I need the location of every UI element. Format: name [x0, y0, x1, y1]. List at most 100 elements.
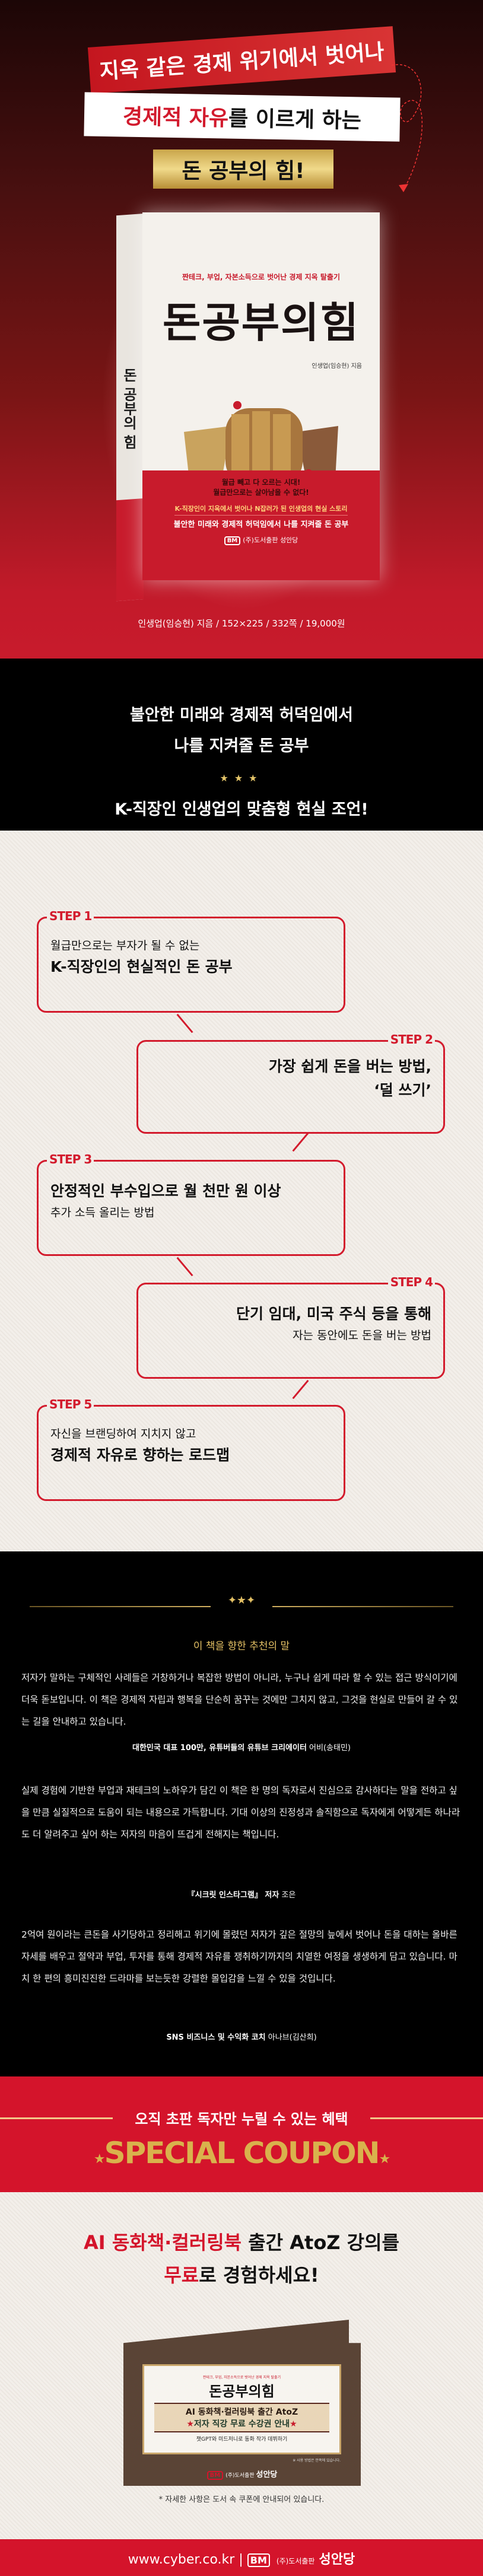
publisher-name: 성안당 — [256, 2470, 278, 2479]
card-tagline: 짠테크, 부업, 자본소득으로 벗어난 경제 지옥 탈출기 — [202, 2375, 281, 2380]
headline-emphasis: 무료 — [164, 2264, 199, 2286]
divider-line — [272, 1606, 453, 1607]
coupon-card-inner: 짠테크, 부업, 자본소득으로 벗어난 경제 지옥 탈출기 돈공부의힘 AI 동… — [142, 2364, 341, 2454]
headline-banner-3: 돈 공부의 힘! — [153, 150, 333, 189]
step-3-box: STEP 3 안정적인 부수입으로 월 천만 원 이상 추가 소득 올리는 방법 — [37, 1152, 345, 1256]
headline-banner-1: 지옥 같은 경제 위기에서 벗어나 — [87, 26, 396, 94]
bm-logo-icon: BM — [224, 536, 241, 545]
bubble-tail — [176, 1257, 193, 1277]
book-spine-title: 돈 공부의 힘 — [120, 368, 138, 449]
stars-icon: ★★★ — [220, 772, 263, 784]
book-slogan-1: 월급 빼고 다 오르는 시대! — [221, 478, 301, 486]
coupon-header: 오직 초판 독자만 누릴 수 있는 혜택 ★SPECIAL COUPON★ — [0, 2076, 483, 2192]
stars-icon: ✦★✦ — [227, 1594, 256, 1607]
book-slogan-3: K-직장인이 지옥에서 벗어나 N잡러가 된 인생업의 현실 스토리 — [174, 504, 348, 516]
coupon-subtitle: 오직 초판 독자만 누릴 수 있는 혜택 — [0, 2107, 483, 2128]
bm-logo-icon: BM — [206, 2471, 224, 2480]
step-headline: K-직장인의 현실적인 돈 공부 — [50, 958, 233, 975]
book-publisher: BM(주)도서출판 성안당 — [142, 535, 380, 545]
footer-separator: | — [239, 2552, 243, 2567]
coupon-note: * 자세한 사항은 도서 속 쿠폰에 안내되어 있습니다. — [158, 2495, 325, 2504]
step-headline: 경제적 자유로 향하는 로드맵 — [50, 1446, 230, 1464]
star-icon: ★ — [290, 2419, 297, 2429]
recommendations-title: 이 책을 향한 추천의 말 — [193, 1640, 290, 1652]
author-role: 대한민국 대표 100만, 유튜버들의 유튜브 크리에이터 — [132, 1744, 307, 1753]
star-icon: ★ — [379, 2152, 390, 2167]
step-headline: ‘덜 쓰기’ — [374, 1082, 431, 1099]
coupon-title-text: SPECIAL COUPON — [104, 2136, 380, 2170]
intro-section: 불안한 미래와 경제적 허덕임에서 나를 지켜줄 돈 공부 ★★★ K-직장인 … — [0, 659, 483, 831]
step-1-box: STEP 1 월급만으로는 부자가 될 수 없는 K-직장인의 현실적인 돈 공… — [37, 909, 345, 1013]
intro-line-3: K-직장인 인생업의 맞춤형 현실 조언! — [115, 800, 368, 819]
step-text: 자신을 브랜딩하여 지치지 않고 — [50, 1427, 196, 1440]
publisher-name: (주)도서출판 성안당 — [243, 536, 298, 544]
author-role: 『시크릿 인스타그램』 저자 — [187, 1891, 279, 1900]
card-subtitle: 챗GPT와 미드저니로 동화 작가 데뷔하기 — [196, 2437, 288, 2443]
coupon-body: AI 동화책·컬러링북 출간 AtoZ 강의를 무료로 경험하세요! 짠테크, … — [0, 2192, 483, 2539]
author-name: 어비(송태민) — [309, 1744, 351, 1753]
step-label: STEP 3 — [47, 1152, 94, 1166]
headline-emphasis: AI 동화책·컬러링북 — [84, 2231, 242, 2254]
author-role: SNS 비즈니스 및 수익화 코치 — [166, 2033, 266, 2042]
coupon-headline-2: 무료로 경험하세요! — [0, 2260, 483, 2288]
gold-divider: ✦★✦ — [30, 1594, 453, 1617]
website-link[interactable]: www.cyber.co.kr — [128, 2552, 235, 2567]
publisher-name: 성안당 — [319, 2552, 355, 2567]
coupon-card: 짠테크, 부업, 자본소득으로 벗어난 경제 지옥 탈출기 돈공부의힘 AI 동… — [123, 2320, 361, 2486]
step-label: STEP 2 — [387, 1032, 435, 1047]
footer: www.cyber.co.kr | BM (주)도서출판 성안당 — [0, 2539, 483, 2576]
step-label: STEP 1 — [47, 909, 94, 923]
bubble-tail — [292, 1132, 309, 1152]
card-band-line-2: ★저자 직강 무료 수강권 안내★ — [154, 2418, 329, 2429]
headline-rest: 출간 AtoZ 강의를 — [242, 2231, 399, 2254]
headline-rest: 를 이르게 하는 — [228, 106, 362, 133]
dashed-arrow-icon — [392, 64, 423, 192]
book-title: 돈공부의힘 — [163, 298, 360, 347]
bubble-tail — [292, 1379, 309, 1400]
book-tagline: 짠테크, 부업, 자본소득으로 벗어난 경제 지옥 탈출기 — [182, 273, 341, 281]
author-name: 조은 — [281, 1891, 296, 1900]
intro-line-1: 불안한 미래와 경제적 허덕임에서 — [130, 706, 353, 724]
step-2-box: STEP 2 가장 쉽게 돈을 버는 방법, ‘덜 쓰기’ — [136, 1032, 445, 1134]
card-note: ※ 사용 방법은 안쪽에 있습니다. — [293, 2459, 341, 2463]
card-title: 돈공부의힘 — [209, 2383, 275, 2400]
step-headline: 안정적인 부수입으로 월 천만 원 이상 — [50, 1182, 281, 1200]
author-name: 아나브(김산희) — [268, 2033, 317, 2042]
recommendation-author: 『시크릿 인스타그램』 저자 조은 — [0, 1888, 483, 1900]
step-text: 추가 소득 올리는 방법 — [50, 1206, 155, 1219]
coupon-title: ★SPECIAL COUPON★ — [0, 2136, 483, 2170]
star-icon: ★ — [186, 2419, 194, 2429]
bubble-tail — [176, 1013, 193, 1033]
book-spine-band — [116, 498, 144, 602]
step-text: 자는 동안에도 돈을 버는 방법 — [293, 1329, 431, 1342]
step-headline: 단기 임대, 미국 주식 등을 통해 — [236, 1305, 431, 1322]
card-band-line-1: AI 동화책·컬러링북 출간 AtoZ — [185, 2408, 298, 2417]
recommendation-text: 실제 경험에 기반한 부업과 재테크의 노하우가 담긴 이 책은 한 명의 독자… — [21, 1785, 460, 1840]
publisher-prefix: (주)도서출판 — [276, 2557, 315, 2565]
bm-logo-icon: BM — [247, 2553, 270, 2567]
step-headline: 가장 쉽게 돈을 버는 방법, — [268, 1058, 431, 1075]
recommendation-author: SNS 비즈니스 및 수익화 코치 아나브(김산희) — [0, 2031, 483, 2042]
recommendations-section: ✦★✦ 이 책을 향한 추천의 말 저자가 말하는 구체적인 사례들은 거창하거… — [0, 1551, 483, 2076]
card-publisher: BM(주)도서출판 성안당 — [123, 2468, 361, 2480]
card-band: AI 동화책·컬러링북 출간 AtoZ ★저자 직강 무료 수강권 안내★ — [154, 2403, 329, 2432]
divider-line — [30, 1606, 211, 1607]
headline-rest: 로 경험하세요! — [199, 2264, 319, 2286]
intro-line-2: 나를 지켜줄 돈 공부 — [174, 737, 309, 755]
coupon-headline-1: AI 동화책·컬러링북 출간 AtoZ 강의를 — [0, 2228, 483, 2255]
book-slogan-4: 불안한 미래와 경제적 허덕임에서 나를 지켜줄 돈 공부 — [173, 520, 349, 529]
headline-emphasis: 경제적 자유 — [122, 104, 229, 131]
recommendation-author: 대한민국 대표 100만, 유튜버들의 유튜브 크리에이터 어비(송태민) — [0, 1741, 483, 1753]
recommendation-text: 저자가 말하는 구체적인 사례들은 거창하거나 복잡한 방법이 아니라, 누구나… — [21, 1672, 458, 1727]
publisher-prefix: (주)도서출판 — [225, 2473, 255, 2479]
book-info: 인생업(임승현) 지음 / 152×225 / 332쪽 / 19,000원 — [138, 618, 345, 629]
book-author: 인생업(임승현) 지음 — [312, 363, 362, 370]
step-label: STEP 4 — [387, 1275, 435, 1289]
book-slogan-2: 월급만으로는 살아남을 수 없다! — [213, 488, 309, 497]
step-text: 월급만으로는 부자가 될 수 없는 — [50, 939, 200, 952]
card-band-text: 저자 직강 무료 수강권 안내 — [193, 2419, 290, 2429]
steps-section: STEP 1 월급만으로는 부자가 될 수 없는 K-직장인의 현실적인 돈 공… — [0, 831, 483, 1551]
step-label: STEP 5 — [47, 1397, 94, 1411]
